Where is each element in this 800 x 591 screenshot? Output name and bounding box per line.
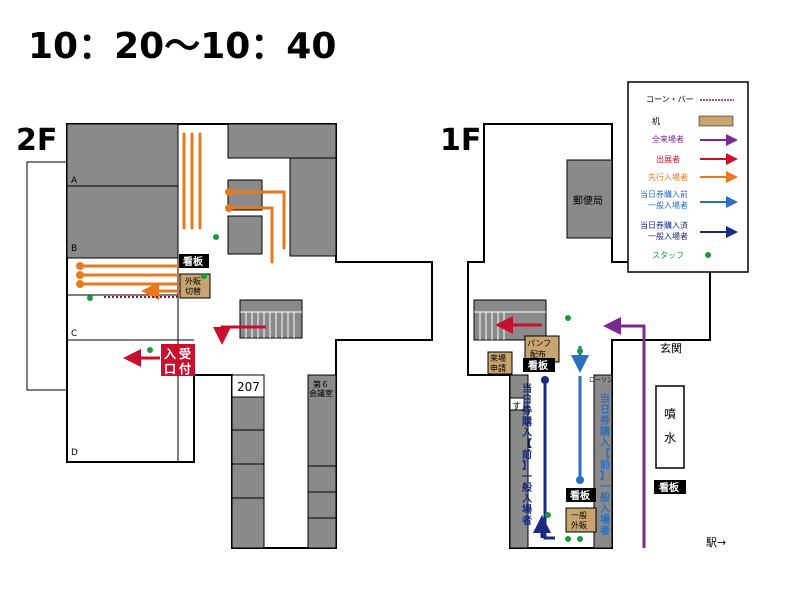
legend-cone-bar-label: コーン・バー bbox=[646, 95, 694, 104]
reception-label-b: 付 bbox=[179, 361, 191, 376]
room-207-label: 207 bbox=[237, 380, 260, 394]
queue-char: 券 bbox=[599, 414, 611, 427]
sign-2f bbox=[179, 254, 209, 268]
queue-char: 【 bbox=[522, 437, 532, 450]
floor-2f: 2F A B C D 207 bbox=[16, 123, 433, 549]
legend-after-label-a: 当日券購入済 bbox=[640, 220, 688, 230]
queue-char: 場 bbox=[522, 503, 532, 516]
room-label-d: D bbox=[71, 448, 78, 458]
post-office-label: 郵便局 bbox=[573, 194, 603, 207]
room-a bbox=[66, 123, 179, 187]
queue-char: 般 bbox=[600, 491, 610, 504]
su-label: す bbox=[512, 401, 521, 412]
queue-char: 者 bbox=[521, 514, 532, 527]
fountain bbox=[655, 385, 685, 469]
legend-early-entry-label: 先行入場者 bbox=[648, 172, 688, 182]
staff-dot bbox=[577, 348, 583, 354]
floor-1f: 1F 郵便局 す ローソン パンフ 配布 来場 申請 看板 bbox=[440, 123, 726, 549]
reception-label-a: 受 bbox=[179, 346, 191, 361]
fountain-label-a: 噴 bbox=[664, 407, 676, 421]
stairs-1f bbox=[473, 299, 547, 341]
queue-char: 般 bbox=[522, 481, 532, 494]
room-b bbox=[66, 185, 179, 259]
queue-char: 入 bbox=[600, 437, 610, 449]
queue-char: 当 bbox=[600, 392, 610, 405]
legend-before-label-b: 一般入場者 bbox=[648, 200, 688, 210]
staff-dot bbox=[147, 347, 153, 353]
sign-1f-a-label: 看板 bbox=[528, 359, 549, 372]
legend-after-label-b: 一般入場者 bbox=[648, 231, 688, 241]
staff-dot bbox=[565, 536, 571, 542]
legend-before-label-a: 当日券購入前 bbox=[640, 189, 688, 199]
sign-1f-b-label: 看板 bbox=[570, 489, 591, 502]
queue-char: 一 bbox=[522, 472, 532, 483]
queue-left-label: 当日券購入【前】一般入場者 bbox=[521, 382, 533, 527]
entrance-label-a: 入 bbox=[164, 347, 176, 361]
station-label: 駅→ bbox=[706, 536, 726, 549]
page-title: 10：20～10：40 bbox=[28, 26, 336, 67]
stairs-2f bbox=[239, 299, 303, 339]
general-label-b: 外販 bbox=[571, 520, 587, 530]
sign-1f-a bbox=[523, 358, 555, 372]
staff-dot bbox=[87, 295, 93, 301]
legend: コーン・バー 机 全来場者 出展者 先行入場者 当日券購入前 一般入場者 当日券… bbox=[627, 81, 749, 273]
staff-dot bbox=[577, 536, 583, 542]
queue-char: 前 bbox=[522, 448, 532, 461]
queue-char: 場 bbox=[600, 513, 610, 526]
queue-char: 】 bbox=[522, 459, 532, 472]
post-office bbox=[566, 159, 613, 239]
booth-2f-label-b: 切替 bbox=[185, 286, 201, 296]
queue-char: 前 bbox=[600, 458, 610, 471]
lawson-label: ローソン bbox=[589, 377, 613, 384]
visitor-label-b: 申請 bbox=[490, 363, 506, 373]
visitor-desk bbox=[487, 351, 513, 375]
queue-char: 【 bbox=[600, 447, 610, 460]
queue-char: 者 bbox=[599, 524, 610, 537]
booth-2f-label-a: 外販 bbox=[185, 276, 201, 286]
staff-dot bbox=[545, 512, 551, 518]
queue-char: 日 bbox=[600, 404, 610, 416]
outer-frame bbox=[26, 161, 68, 391]
queue-char: 入 bbox=[600, 503, 610, 515]
floor-2f-label: 2F bbox=[16, 123, 57, 158]
general-booth bbox=[565, 507, 597, 533]
queue-char: 一 bbox=[600, 482, 610, 493]
entrance-1f-label: 玄関 bbox=[660, 341, 682, 355]
queue-char: 】 bbox=[600, 469, 610, 482]
sign-1f-c-label: 看板 bbox=[659, 481, 680, 494]
sign-1f-c bbox=[654, 480, 686, 494]
room-6-label-b: 会議室 bbox=[309, 388, 333, 398]
room-label-a: A bbox=[71, 176, 78, 186]
room-label-b: B bbox=[71, 244, 77, 254]
visitor-label-a: 来場 bbox=[490, 353, 506, 363]
queue-char: 日 bbox=[522, 394, 532, 406]
legend-staff-label: スタッフ bbox=[652, 251, 684, 260]
pamphlet-label-b: 配布 bbox=[530, 349, 546, 359]
queue-char: 購 bbox=[599, 425, 610, 438]
room-6-label-a: 第６ bbox=[313, 379, 329, 389]
pamphlet-label-a: パンフ bbox=[527, 339, 551, 348]
legend-all-visitors-label: 全来場者 bbox=[652, 134, 684, 144]
queue-char: 購 bbox=[521, 415, 532, 428]
staff-dot bbox=[213, 234, 219, 240]
reception-2f bbox=[161, 344, 195, 376]
legend-desk-label: 机 bbox=[652, 116, 660, 126]
general-label-a: 一般 bbox=[571, 510, 587, 520]
entrance-label-b: 口 bbox=[164, 362, 176, 376]
queue-char: 当 bbox=[522, 382, 532, 395]
queue-char: 入 bbox=[522, 493, 532, 505]
floor-1f-label: 1F bbox=[440, 123, 481, 158]
sign-2f-label: 看板 bbox=[183, 255, 204, 268]
queue-right-label: 当日券購入【前】一般入場者 bbox=[599, 392, 611, 537]
fountain-label-b: 水 bbox=[664, 431, 676, 445]
queue-char: 券 bbox=[521, 404, 533, 417]
legend-exhibitors-label: 出展者 bbox=[656, 154, 680, 164]
staff-dot bbox=[565, 315, 571, 321]
staff-dot bbox=[201, 273, 207, 279]
room-label-c: C bbox=[71, 329, 77, 339]
pamphlet-booth bbox=[524, 335, 560, 363]
queue-char: 入 bbox=[522, 427, 532, 439]
sign-1f-b bbox=[566, 488, 596, 502]
